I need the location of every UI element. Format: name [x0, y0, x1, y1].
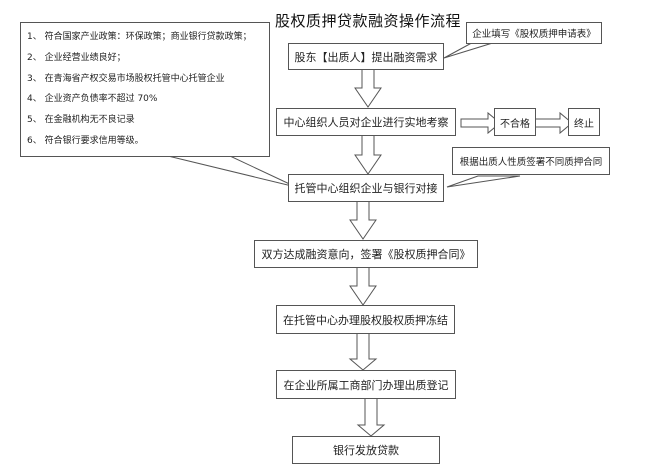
- contract-note-tail: [446, 175, 521, 188]
- step-registration: 在企业所属工商部门办理出质登记: [276, 370, 456, 399]
- criteria-item: 6、 符合银行要求信用等级。: [27, 135, 144, 146]
- criteria-item: 3、 在青海省产权交易市场股权托管中心托管企业: [27, 73, 225, 84]
- diagram-title: 股权质押贷款融资操作流程: [275, 12, 462, 30]
- step-site-inspection: 中心组织人员对企业进行实地考察: [276, 108, 456, 136]
- arrow-down-4: [349, 266, 377, 306]
- arrow-down-1: [354, 68, 382, 108]
- step-pledge-freeze: 在托管中心办理股权股权质押冻结: [276, 305, 455, 334]
- criteria-callout-tail: [167, 155, 297, 188]
- arrow-down-2: [354, 134, 382, 175]
- arrow-down-3: [349, 200, 377, 240]
- contract-note: 根据出质人性质签署不同质押合同: [452, 147, 610, 175]
- step-bank-matching: 托管中心组织企业与银行对接: [288, 174, 444, 202]
- arrow-right-2: [534, 111, 573, 135]
- criteria-item: 1、 符合国家产业政策：环保政策；商业银行贷款政策；: [27, 32, 252, 42]
- step-sign-contract: 双方达成融资意向，签署《股权质押合同》: [254, 240, 478, 268]
- step-loan-disbursement: 银行发放贷款: [292, 436, 440, 464]
- arrow-down-5: [348, 332, 378, 371]
- application-note: 企业填写《股权质押申请表》: [466, 22, 602, 44]
- arrow-down-6: [356, 397, 386, 437]
- terminate-box: 终止: [568, 108, 600, 136]
- criteria-callout: 1、 符合国家产业政策：环保政策；商业银行贷款政策； 2、 企业经营业绩良好； …: [20, 22, 270, 157]
- criteria-item: 4、 企业资产负债率不超过 70%: [27, 94, 158, 105]
- fail-box: 不合格: [494, 108, 536, 136]
- criteria-item: 2、 企业经营业绩良好；: [27, 52, 126, 63]
- criteria-item: 5、 在金融机构无不良记录: [27, 115, 135, 126]
- step-request: 股东【出质人】提出融资需求: [288, 43, 444, 70]
